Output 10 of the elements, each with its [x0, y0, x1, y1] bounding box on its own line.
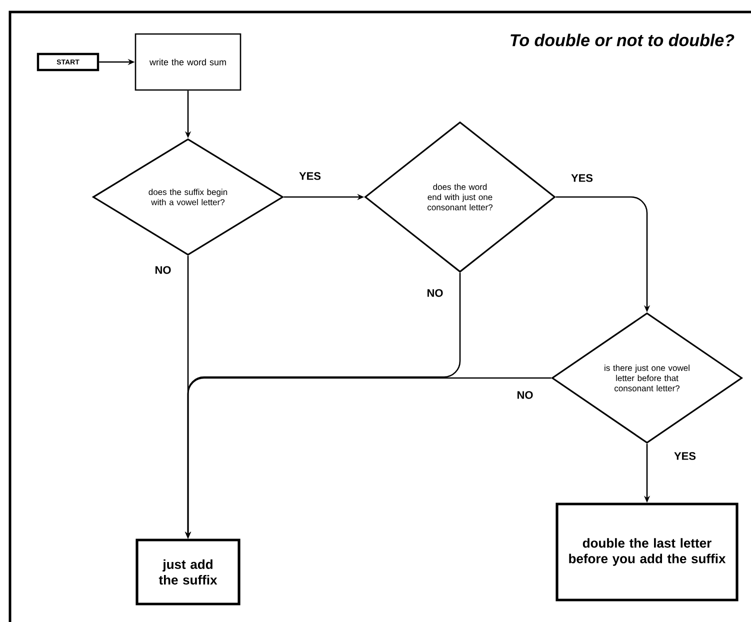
- process-box: write the word sum: [134, 33, 242, 91]
- edge-label: NO: [426, 288, 444, 298]
- process-box: double the last letter before you add the suffix: [556, 502, 738, 602]
- edge-label: NO: [516, 390, 534, 400]
- edge-label: NO: [154, 265, 172, 275]
- edge-label: YES: [570, 173, 594, 183]
- edge-label: YES: [298, 171, 322, 181]
- edge-label: YES: [673, 451, 698, 461]
- process-box: just add the suffix: [136, 538, 240, 606]
- title: To double or not to double?: [510, 34, 734, 46]
